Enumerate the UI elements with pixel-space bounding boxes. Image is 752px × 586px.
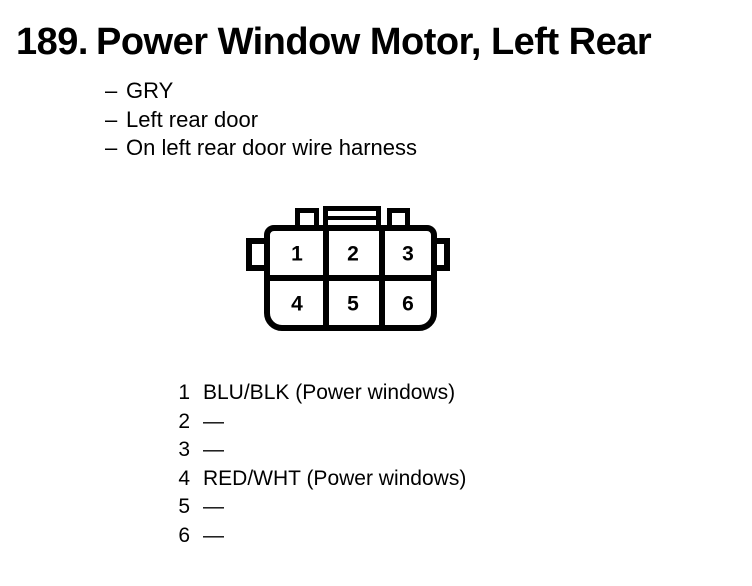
detail-item: – GRY bbox=[105, 77, 417, 106]
pinout-row: 1 BLU/BLK (Power windows) bbox=[176, 379, 466, 408]
dash-bullet: – bbox=[105, 106, 118, 132]
detail-text: GRY bbox=[126, 78, 174, 103]
detail-text: Left rear door bbox=[126, 106, 259, 132]
connector-diagram: 1 2 3 4 5 6 bbox=[246, 203, 450, 337]
cell-divider-horizontal bbox=[270, 275, 431, 281]
dash-bullet: – bbox=[105, 135, 118, 160]
pinout-row: 2 — bbox=[176, 408, 466, 437]
detail-item: – On left rear door wire harness bbox=[105, 134, 417, 163]
lock-tab-rib bbox=[328, 216, 376, 220]
detail-text: On left rear door wire harness bbox=[126, 135, 418, 160]
pin-cell-5: 5 bbox=[347, 292, 359, 316]
pinout-wire: — bbox=[203, 495, 224, 519]
pinout-row: 4 RED/WHT (Power windows) bbox=[176, 465, 466, 494]
pin-cell-6: 6 bbox=[402, 292, 414, 316]
pinout-pin-number: 4 bbox=[178, 466, 190, 490]
pin-cell-1: 1 bbox=[291, 242, 303, 266]
pinout-pin-number: 6 bbox=[178, 523, 190, 547]
item-number: 189. bbox=[16, 21, 88, 63]
page-title: Power Window Motor, Left Rear bbox=[95, 21, 652, 63]
pinout-list: 1 BLU/BLK (Power windows) 2 — 3 — 4 RED/… bbox=[176, 379, 466, 551]
pin-cell-2: 2 bbox=[347, 242, 359, 266]
pinout-pin-number: 1 bbox=[178, 381, 190, 404]
pinout-wire: — bbox=[203, 523, 224, 547]
pinout-row: 5 — bbox=[176, 493, 466, 522]
connector-details: – GRY – Left rear door – On left rear do… bbox=[105, 77, 417, 163]
pinout-wire: RED/WHT (Power windows) bbox=[203, 466, 467, 490]
detail-item: – Left rear door bbox=[105, 106, 417, 135]
pinout-wire: — bbox=[203, 409, 224, 433]
pinout-wire: BLU/BLK (Power windows) bbox=[203, 381, 456, 404]
pinout-row: 3 — bbox=[176, 436, 466, 465]
pinout-pin-number: 2 bbox=[178, 409, 190, 433]
pin-cell-3: 3 bbox=[402, 242, 414, 266]
dash-bullet: – bbox=[105, 78, 118, 103]
pinout-pin-number: 5 bbox=[178, 495, 190, 519]
connector-heading: 189. Power Window Motor, Left Rear bbox=[16, 21, 652, 63]
connector-body: 1 2 3 4 5 6 bbox=[264, 225, 437, 331]
pinout-wire: — bbox=[203, 438, 224, 462]
pinout-row: 6 — bbox=[176, 522, 466, 551]
pin-cell-4: 4 bbox=[291, 292, 303, 316]
pinout-pin-number: 3 bbox=[178, 438, 190, 462]
